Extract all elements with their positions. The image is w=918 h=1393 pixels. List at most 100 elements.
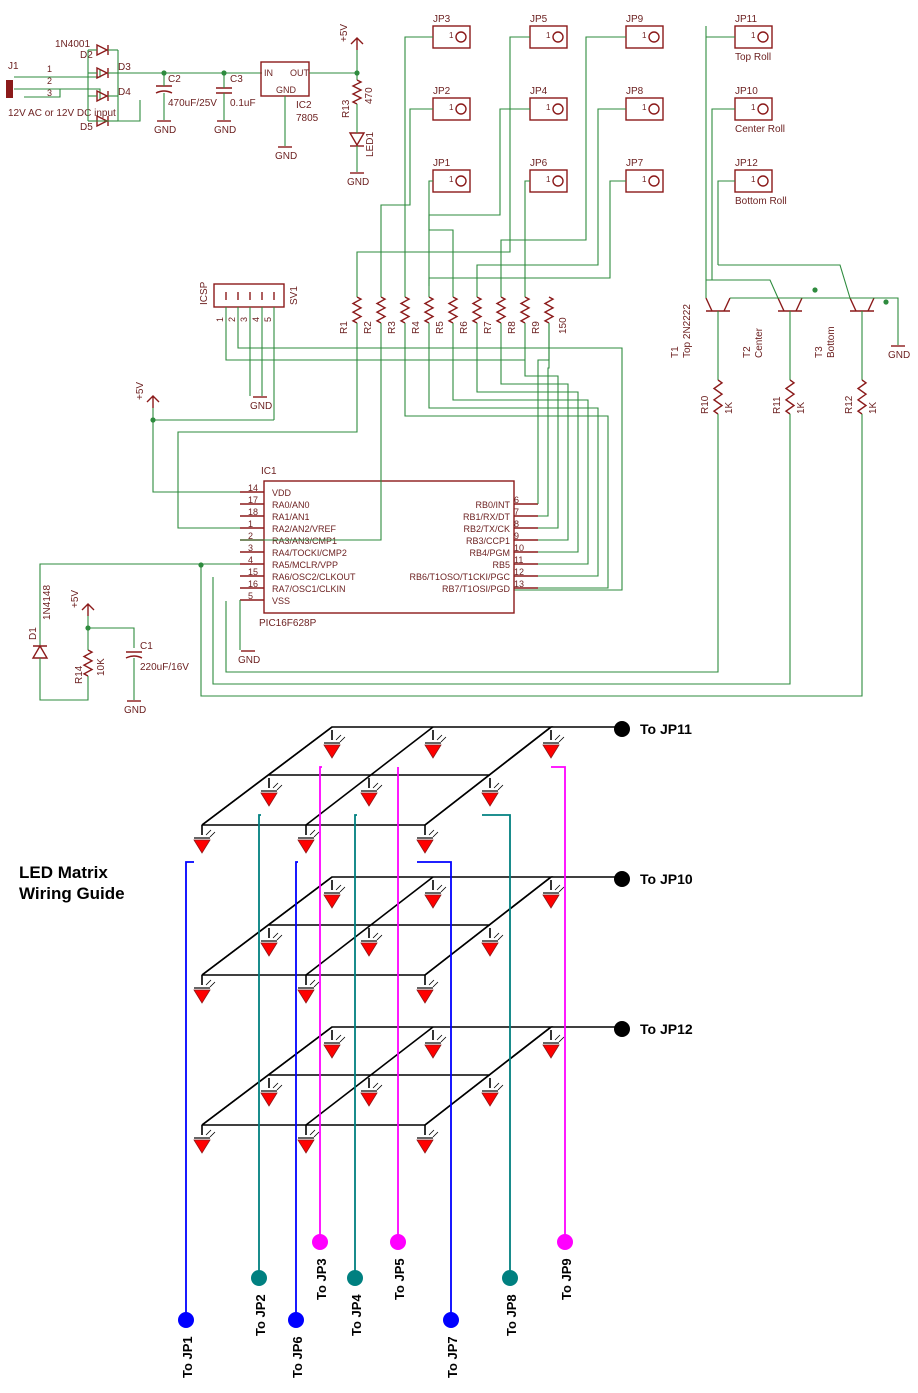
- icsp-pin-label: 5: [263, 317, 273, 322]
- resistor-8: R8: [507, 296, 531, 334]
- led-rays: [309, 829, 320, 838]
- column-label: To JP6: [290, 1336, 305, 1378]
- mcu-pin-number: 9: [514, 531, 519, 541]
- led-rays: [554, 734, 565, 743]
- wire: [225, 414, 719, 673]
- led-rays: [205, 1129, 216, 1138]
- wire: [177, 323, 358, 529]
- matrix-column-7: To JP7: [417, 861, 460, 1378]
- mcu-pin-name: RB4/PGM: [469, 548, 510, 558]
- wire: [404, 323, 609, 589]
- resistor-symbol: [423, 296, 435, 324]
- icsp-label: ICSP: [199, 281, 210, 305]
- jumper-to-resistor-wire: [404, 36, 433, 297]
- column-terminal: [312, 1234, 328, 1250]
- mcu-ground: GND: [238, 650, 260, 666]
- led-triangle: [424, 744, 442, 759]
- dc-jack: [6, 80, 13, 98]
- matrix-column-3: To JP6: [288, 861, 305, 1378]
- transistor-ref: T3: [814, 346, 825, 358]
- ground-label: GND: [888, 350, 910, 361]
- mcu-pin-name: RB7/T1OSI/PGD: [442, 584, 511, 594]
- mcu-pin-name: VDD: [272, 488, 292, 498]
- led-rays: [272, 932, 283, 941]
- transistor-ground: GND: [888, 345, 910, 361]
- rectifier-diode: [96, 43, 109, 57]
- led-triangle: [360, 792, 378, 807]
- matrix-edge: [305, 876, 434, 976]
- j1-pin-1: 1: [47, 64, 52, 74]
- wire: [152, 408, 274, 421]
- jumper-pin-number: 1: [751, 103, 756, 112]
- r14-value: 10K: [96, 658, 107, 676]
- led-triangle: [297, 989, 315, 1004]
- resistor-1: R1: [339, 296, 363, 334]
- jumper-pin: [648, 103, 660, 115]
- wire: [717, 180, 735, 265]
- jumper-pin-number: 1: [449, 175, 454, 184]
- ground-label: GND: [275, 151, 297, 162]
- jumper-pin: [455, 175, 467, 187]
- resistor-symbol: [351, 296, 363, 324]
- mcu-pin-number: 2: [248, 531, 253, 541]
- led-rays: [428, 1129, 439, 1138]
- resistor-value: 150: [558, 317, 569, 334]
- led-triangle: [297, 839, 315, 854]
- mcu-pin-name: RA6/OSC2/CLKOUT: [272, 572, 356, 582]
- matrix-edge: [424, 876, 552, 976]
- mcu-pin-name: RA7/OSC1/CLKIN: [272, 584, 346, 594]
- r13-symbol: [351, 79, 363, 105]
- jumper-pin-number: 1: [449, 31, 454, 40]
- icsp-pin-label: 4: [251, 317, 261, 322]
- transistor-legs: [849, 297, 875, 312]
- jumper-id: JP6: [530, 158, 548, 169]
- mcu-pin-name: RB0/INT: [475, 500, 510, 510]
- mcu-pin-number: 4: [248, 555, 253, 565]
- wire: [428, 323, 599, 577]
- led-rays: [205, 829, 216, 838]
- led-triangle: [323, 894, 341, 909]
- ground-label: GND: [250, 401, 272, 412]
- r14-label: R14: [74, 665, 85, 684]
- column-wire: [319, 766, 322, 1242]
- jumper-id: JP4: [530, 86, 548, 97]
- led-rays: [272, 1082, 283, 1091]
- matrix-edge: [305, 1026, 434, 1126]
- wire: [500, 323, 569, 541]
- resistor-ref: R12: [844, 395, 855, 414]
- matrix-edge: [424, 1026, 552, 1126]
- jumper-pin: [455, 31, 467, 43]
- ground-label: GND: [347, 177, 369, 188]
- j1-pin-3: 3: [47, 88, 52, 98]
- jumper-pin-number: 1: [642, 175, 647, 184]
- wire: [711, 108, 735, 280]
- resistor-symbol: [399, 296, 411, 324]
- layer-terminal: [614, 721, 630, 737]
- mcu-pin-name: RB3/CCP1: [466, 536, 510, 546]
- jumper-id: JP8: [626, 86, 644, 97]
- icsp-pin-label: 2: [227, 317, 237, 322]
- matrix-edge: [201, 876, 554, 976]
- jumper-pin: [757, 31, 769, 43]
- mcu-pin-number: 3: [248, 543, 253, 553]
- jumper-id: JP12: [735, 158, 758, 169]
- column-wire: [354, 814, 357, 1278]
- vcc-arrow: [81, 603, 95, 616]
- wire: [152, 420, 240, 493]
- mcu-pin-name: RA3/AN3/CMP1: [272, 536, 337, 546]
- jumper-id: JP7: [626, 158, 644, 169]
- matrix-edge: [201, 726, 333, 826]
- c1-symbol: [125, 651, 143, 659]
- jumper-to-resistor-wire: [380, 108, 433, 297]
- transistor-note: Center: [754, 327, 765, 358]
- led-rays: [372, 932, 383, 941]
- transistor-note: Top 2N2222: [682, 304, 693, 358]
- transistor-note: Bottom: [826, 326, 837, 358]
- jumper-pin: [648, 175, 660, 187]
- led1-ground: GND: [347, 172, 369, 188]
